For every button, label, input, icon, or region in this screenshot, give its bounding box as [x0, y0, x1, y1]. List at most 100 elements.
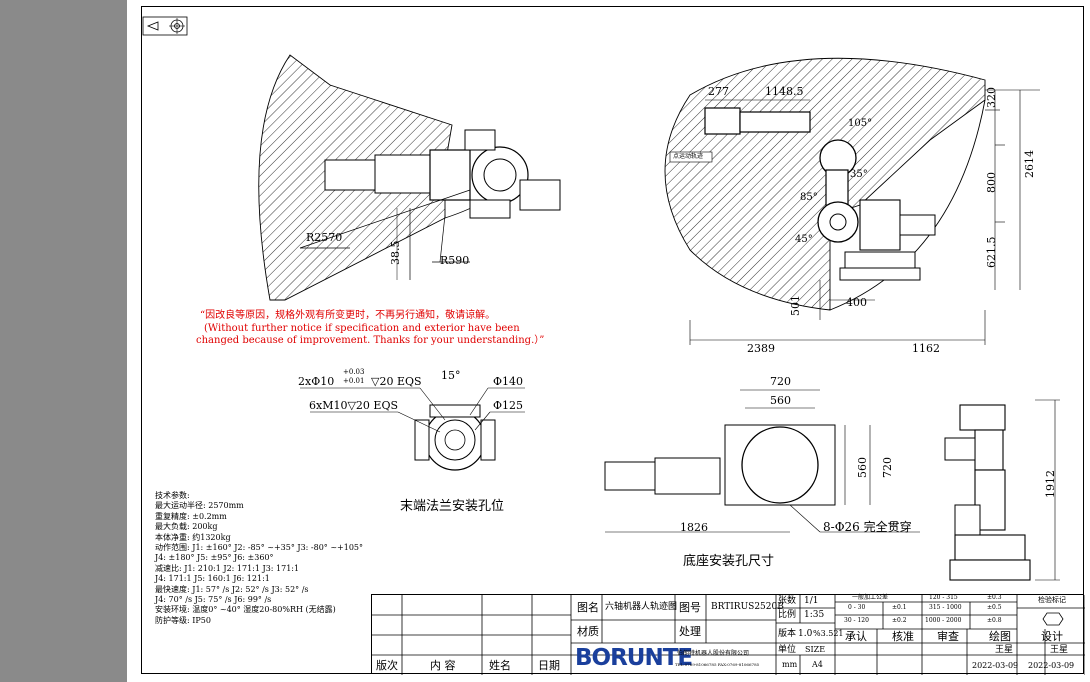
- tol-r1-b: ±0.1: [892, 604, 907, 611]
- angle-105: 105°: [848, 118, 873, 129]
- title-block: 版次 内 容 姓名 日期 图名 六轴机器人轨迹图 图号 BRTIRUS2520B…: [371, 594, 1085, 675]
- base-w720: 720: [770, 375, 791, 388]
- role-draw: 绘图: [989, 630, 1011, 643]
- param-line: 减速比: J1: 210:1 J2: 171:1 J3: 171:1: [155, 563, 300, 573]
- top-view-workspace: [258, 54, 561, 301]
- tol-r1-a: 0 - 30: [848, 604, 866, 611]
- drawing-border: [141, 6, 1084, 674]
- tol-r1-c: 315 - 1000: [929, 604, 962, 611]
- param-line: J4: 70° /s J5: 75° /s J6: 99° /s: [155, 595, 272, 605]
- base-h720: 720: [881, 457, 894, 478]
- tol-top-value: ±0.3: [987, 594, 1002, 601]
- param-line: 本体净重: 约1320kg: [155, 532, 231, 542]
- dim-277: 277: [708, 85, 729, 98]
- notice-en-2: changed because of improvement. Thanks f…: [196, 335, 545, 346]
- notice-zh: “因改良等原因，规格外观有所变更时，不再另行通知，敬请谅解。: [200, 310, 496, 321]
- right-height-1912: 1912: [1044, 470, 1057, 498]
- flange-tol-minus: +0.01: [343, 377, 365, 385]
- dim-2614: 2614: [1023, 150, 1036, 178]
- role-verify: 核准: [892, 630, 914, 643]
- tol-r2-b: ±0.2: [892, 617, 907, 624]
- flange-d140: Φ140: [493, 375, 524, 388]
- param-line: J4: 171:1 J5: 160:1 J6: 121:1: [155, 574, 270, 584]
- version-value: 1.0: [798, 629, 813, 639]
- scale-value: 1:35: [804, 610, 825, 620]
- base-holes: 8-Φ26 完全贯穿: [823, 520, 912, 534]
- designer-name: 王星: [1050, 645, 1069, 655]
- drafter-name: 王星: [995, 645, 1014, 655]
- rev-label-date: 日期: [538, 659, 560, 672]
- projection-symbol-icon: [142, 16, 188, 36]
- draw-date: 2022-03-09: [972, 661, 1019, 670]
- sheets-label: 张数: [778, 596, 797, 606]
- dim-400: 400: [846, 296, 867, 309]
- flange-d125: Φ125: [493, 399, 524, 412]
- dim-r2570: R2570: [306, 231, 343, 244]
- dim-320: 320: [985, 87, 998, 108]
- check-mark-label: 检验标记: [1038, 596, 1066, 604]
- param-line: 重复精度: ±0.2mm: [155, 511, 227, 521]
- dim-800: 800: [985, 172, 998, 193]
- dim-1148-5: 1148.5: [765, 85, 804, 98]
- company-name: 伯朗特机器人股份有限公司: [677, 650, 750, 657]
- version-label: 版本: [778, 629, 797, 639]
- drawing-no: BRTIRUS2520B: [711, 602, 784, 612]
- param-line: 技术参数:: [155, 491, 190, 500]
- dim-1162: 1162: [912, 342, 940, 355]
- angle-85: 85°: [800, 192, 818, 203]
- flange-spec-a-tail: ▽20 EQS: [371, 375, 422, 388]
- unit-label: 单位: [778, 645, 797, 655]
- flange-tol-plus: +0.03: [343, 368, 365, 376]
- dim-r590: R590: [440, 254, 470, 267]
- rev-label-version: 版次: [376, 659, 398, 672]
- rev-label-content: 内 容: [430, 659, 456, 672]
- dim-621-5: 621.5: [985, 236, 998, 269]
- base-h560: 560: [856, 457, 869, 478]
- trajectory-tag: 点运动轨迹: [673, 153, 704, 160]
- role-approve: 承认: [845, 630, 867, 643]
- param-line: 最大负载: 200kg: [155, 522, 218, 532]
- tol-r2-d: ±0.8: [987, 617, 1002, 624]
- base-len1826: 1826: [680, 521, 708, 534]
- angle-35: 35°: [850, 169, 868, 180]
- treatment-label: 处理: [679, 625, 701, 638]
- param-line: 安装环境: 温度0° ~40° 湿度20-80%RH (无结露): [155, 605, 336, 615]
- angle-45: 45°: [795, 234, 813, 245]
- tol-r2-a: 30 - 120: [844, 617, 869, 624]
- param-line: 最快速度: J1: 57° /s J2: 52° /s J3: 52° /s: [155, 584, 309, 594]
- size-label: SIZE: [805, 645, 826, 654]
- drawing-no-label: 图号: [679, 601, 701, 614]
- dim-501: 501: [789, 295, 802, 316]
- hexagon-icon: [1042, 612, 1064, 626]
- mass-value: %3.521: [813, 629, 844, 638]
- dim-38-5: 38.5: [389, 240, 402, 266]
- sheets-value: 1/1: [804, 596, 819, 606]
- drawing-name-label: 图名: [577, 601, 599, 614]
- tech-params: 技术参数: 最大运动半径: 2570mm 重复精度: ±0.2mm 最大负载: …: [155, 491, 363, 626]
- param-line: 最大运动半径: 2570mm: [155, 501, 244, 511]
- param-line: 动作范围: J1: ±160° J2: -85° ~+35° J3: -80° …: [155, 543, 364, 553]
- tol-top-range: 120 - 315: [929, 594, 958, 601]
- tolerance-header: 一般加工公差: [852, 594, 889, 601]
- tol-r1-d: ±0.5: [987, 604, 1002, 611]
- design-date: 2022-03-09: [1028, 661, 1075, 670]
- role-review: 审查: [937, 630, 959, 643]
- brand-logo: BORUNTE: [575, 645, 693, 671]
- base-caption: 底座安装孔尺寸: [683, 554, 775, 569]
- param-line: 防护等级: IP50: [155, 615, 211, 625]
- flange-view: [300, 387, 525, 471]
- flange-spec-b: 6xM10▽20 EQS: [309, 399, 398, 412]
- side-view-workspace: [664, 57, 1040, 345]
- base-w560: 560: [770, 394, 791, 407]
- drawing-name: 六轴机器人轨迹图: [605, 602, 678, 612]
- title-block-grid: [372, 595, 1085, 675]
- base-view: [604, 389, 920, 533]
- viewer-left-panel: [0, 0, 127, 682]
- unit-value: mm: [782, 660, 798, 669]
- material-label: 材质: [577, 625, 599, 638]
- rev-label-name: 姓名: [489, 659, 511, 672]
- scale-label: 比例: [778, 610, 797, 620]
- role-design: 设计: [1041, 630, 1063, 643]
- company-contact: TEL:0769-81066785 FAX:0769-81066785: [675, 662, 760, 667]
